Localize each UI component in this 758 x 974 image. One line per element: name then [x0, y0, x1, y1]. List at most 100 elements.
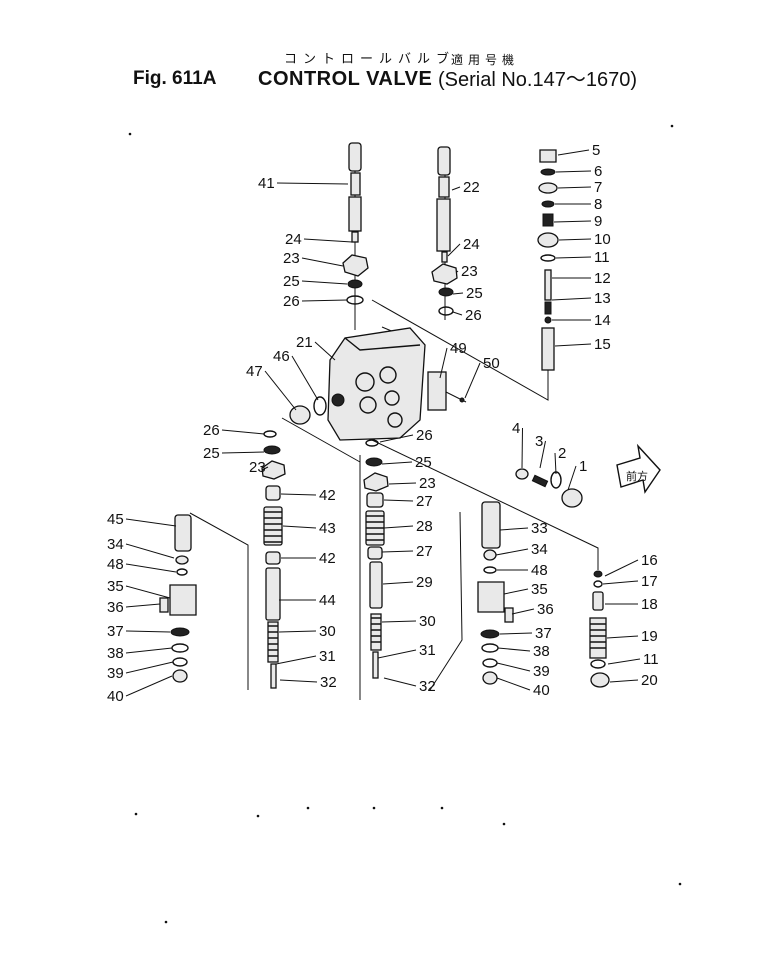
part-21-valve-body	[327, 327, 447, 441]
part-number-label: 9	[594, 213, 602, 230]
callout-leader	[554, 452, 557, 475]
callout-leader	[551, 297, 592, 301]
callout-leader	[496, 677, 531, 691]
far-right-stack	[589, 570, 610, 688]
part-number-label: 32	[419, 678, 436, 695]
part-22-spool	[431, 146, 458, 316]
part-number-label: 31	[419, 642, 436, 659]
part-number-label: 26	[203, 422, 220, 439]
part-number-label: 50	[483, 355, 500, 372]
callout-leader	[567, 465, 577, 491]
part-number-label: 20	[641, 672, 658, 689]
parts-1-4-check	[515, 468, 583, 508]
part-number-label: 23	[249, 459, 266, 476]
callout-leader	[303, 238, 353, 243]
callout-leader	[125, 675, 173, 697]
part-41-spool	[342, 142, 369, 305]
part-number-label: 45	[107, 511, 124, 528]
callout-leader	[558, 238, 592, 241]
callout-leader	[555, 170, 592, 173]
callout-leader	[381, 461, 413, 465]
part-number-label: 39	[533, 663, 550, 680]
left-center-stack	[261, 430, 286, 689]
callout-leader	[279, 679, 318, 683]
direction-text: 前方	[626, 469, 648, 483]
part-number-label: 14	[594, 312, 611, 329]
callout-leader	[221, 451, 265, 454]
callout-leader	[125, 603, 161, 608]
callout-leader	[604, 559, 639, 577]
part-number-label: 19	[641, 628, 658, 645]
callout-leader	[301, 299, 348, 302]
callout-leader	[499, 527, 529, 531]
part-number-label: 39	[107, 665, 124, 682]
part-number-label: 42	[319, 487, 336, 504]
part-number-label: 48	[107, 556, 124, 573]
callout-leader	[553, 220, 592, 223]
part-number-label: 7	[594, 179, 602, 196]
callout-leader	[301, 257, 344, 267]
callout-leader	[275, 655, 317, 665]
callout-leader	[382, 581, 414, 585]
part-number-label: 35	[107, 578, 124, 595]
diagram-title: CONTROL VALVE	[258, 68, 433, 90]
part-number-label: 23	[461, 263, 478, 280]
callout-leader	[379, 434, 414, 443]
right-center-stack	[477, 501, 514, 685]
part-number-label: 34	[531, 541, 548, 558]
callout-leader	[125, 661, 174, 674]
callout-leader	[381, 550, 414, 553]
part-number-label: 47	[246, 363, 263, 380]
callout-leader	[452, 292, 464, 295]
callout-leader	[439, 347, 448, 379]
callout-leader	[125, 647, 173, 654]
part-number-label: 42	[319, 550, 336, 567]
part-number-label: 24	[463, 236, 480, 253]
callout-leader	[521, 427, 523, 469]
callout-leader	[555, 256, 592, 259]
part-number-label: 33	[531, 520, 548, 537]
callout-leader	[602, 580, 639, 585]
part-number-label: 38	[533, 643, 550, 660]
part-number-label: 15	[594, 336, 611, 353]
part-number-label: 32	[320, 674, 337, 691]
callout-leader	[261, 466, 269, 471]
part-number-label: 3	[535, 433, 543, 450]
callout-leader	[554, 343, 592, 347]
part-number-label: 26	[465, 307, 482, 324]
part-number-label: 12	[594, 270, 611, 287]
part-number-label: 36	[537, 601, 554, 618]
part-number-label: 30	[319, 623, 336, 640]
part-number-label: 31	[319, 648, 336, 665]
part-number-label: 21	[296, 334, 313, 351]
callout-leader	[291, 355, 319, 401]
part-number-label: 29	[416, 574, 433, 591]
part-number-label: 8	[594, 196, 602, 213]
callout-leader	[499, 632, 533, 635]
callout-leader	[125, 563, 177, 573]
callout-leader	[264, 370, 297, 411]
serial-text: (Serial No.147～1670)	[438, 69, 637, 91]
center-stack	[363, 439, 389, 679]
callout-leader	[456, 270, 459, 273]
callout-leader	[125, 630, 171, 633]
part-number-label: 40	[107, 688, 124, 705]
callout-leader	[609, 679, 639, 683]
part-number-label: 23	[419, 475, 436, 492]
callout-leader	[606, 635, 639, 639]
part-number-label: 6	[594, 163, 602, 180]
part-number-label: 24	[285, 231, 302, 248]
callout-leader	[497, 647, 531, 652]
part-callouts: 1234567891011111213141516171819202122232…	[107, 142, 659, 705]
part-number-label: 10	[594, 231, 611, 248]
serial-range: 適用号機 (Serial No.147～1670)	[438, 53, 637, 92]
callout-leader	[539, 440, 546, 469]
callout-leader	[280, 493, 317, 496]
part-number-label: 5	[592, 142, 600, 159]
callout-leader	[314, 341, 336, 361]
part-number-label: 41	[258, 175, 275, 192]
callout-leader	[282, 525, 317, 529]
part-number-label: 37	[535, 625, 552, 642]
callout-leader	[301, 280, 348, 285]
